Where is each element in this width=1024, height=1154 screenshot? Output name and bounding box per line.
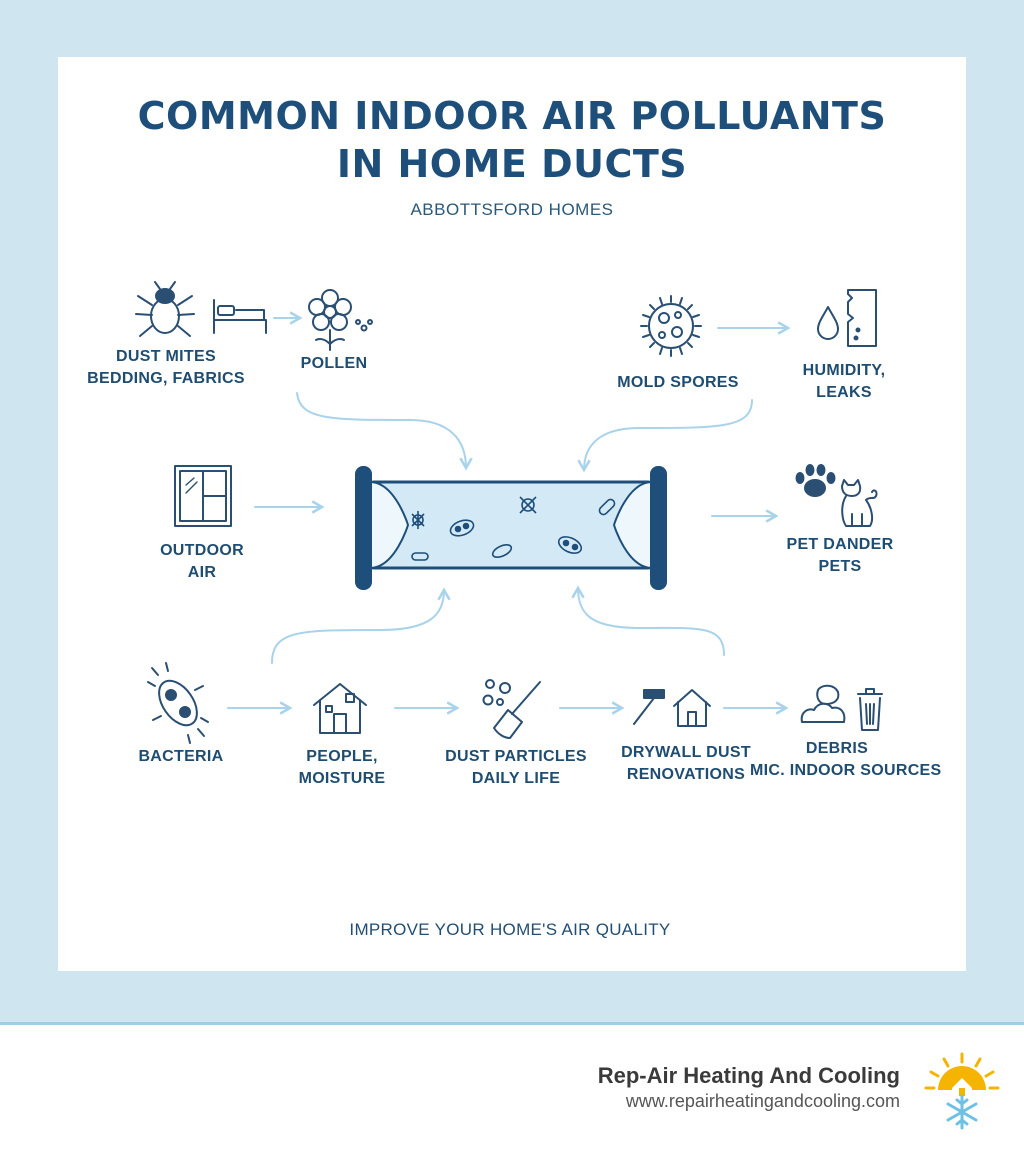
page-title: COMMON INDOOR AIR POLLUANTS IN HOME DUCT…	[0, 92, 1024, 188]
pet-dander-source: PETS	[818, 558, 862, 575]
pet-dander-title: PET DANDER	[786, 536, 894, 553]
broom-icon	[482, 679, 541, 739]
dust-mite-icon	[135, 281, 195, 337]
dust-particles-source: DAILY LIFE	[471, 770, 561, 787]
bed-icon	[213, 299, 267, 334]
connector-arrows	[227, 311, 791, 715]
label-bacteria: BACTERIA	[120, 746, 242, 768]
paw-cat-icon	[795, 464, 878, 527]
duct-icon	[355, 466, 667, 590]
label-people: PEOPLE, MOISTURE	[282, 746, 402, 790]
divider-line	[0, 1022, 1024, 1025]
outdoor-air-source: AIR	[187, 564, 217, 581]
dust-mites-title: DUST MITES	[116, 348, 216, 365]
house-icon	[313, 683, 367, 734]
arrow-pollen-to-duct	[296, 392, 473, 471]
hammer-house-icon	[633, 689, 711, 727]
page-subtitle: ABBOTTSFORD HOMES	[410, 200, 614, 219]
title-line-2: IN HOME DUCTS	[336, 142, 688, 186]
label-mold-spores: MOLD SPORES	[610, 372, 746, 394]
label-dust-mites: DUST MITES BEDDING, FABRICS	[80, 346, 252, 390]
bacteria-icon	[147, 662, 209, 744]
label-outdoor-air: OUTDOOR AIR	[142, 540, 262, 584]
arrow-humidity-to-duct	[577, 399, 753, 473]
water-leak-icon	[817, 289, 877, 347]
humidity-title: HUMIDITY,	[802, 362, 886, 379]
debris-title: DEBRIS	[805, 740, 869, 757]
company-logo-icon	[924, 1052, 1000, 1130]
brand-name: Rep-Air Heating And Cooling	[597, 1063, 900, 1088]
debris-source: MIC. INDOOR SOURCES	[750, 762, 942, 779]
arrow-bacteria-to-duct	[271, 587, 451, 664]
label-humidity: HUMIDITY, LEAKS	[784, 360, 904, 404]
mold-spores-title: MOLD SPORES	[617, 374, 739, 391]
people-title: PEOPLE,	[306, 748, 378, 765]
label-dust-particles: DUST PARTICLES DAILY LIFE	[438, 746, 594, 790]
humidity-source: LEAKS	[816, 384, 872, 401]
mold-spore-icon	[640, 295, 702, 357]
pollen-title: POLLEN	[300, 355, 368, 372]
flower-icon	[308, 289, 373, 351]
label-drywall: DRYWALL DUST RENOVATIONS	[612, 742, 760, 786]
drywall-title: DRYWALL DUST	[621, 744, 751, 761]
dust-particles-title: DUST PARTICLES	[445, 748, 587, 765]
window-icon	[174, 465, 232, 527]
brand-url: www.repairheatingandcooling.com	[625, 1091, 900, 1111]
title-line-1: COMMON INDOOR AIR POLLUANTS	[137, 94, 887, 138]
people-source: MOISTURE	[298, 770, 386, 787]
bacteria-title: BACTERIA	[138, 748, 224, 765]
label-pet-dander: PET DANDER PETS	[770, 534, 910, 578]
arrow-drywall-to-duct	[571, 585, 725, 656]
dust-mites-source: BEDDING, FABRICS	[87, 370, 245, 387]
label-debris: DEBRIS MIC. INDOOR SOURCES	[750, 738, 942, 782]
outdoor-air-title: OUTDOOR	[160, 542, 244, 559]
footer-note: IMPROVE YOUR HOME'S AIR QUALITY	[349, 920, 671, 939]
label-pollen: POLLEN	[276, 353, 392, 375]
debris-bin-icon	[800, 684, 883, 731]
drywall-source: RENOVATIONS	[626, 766, 746, 783]
